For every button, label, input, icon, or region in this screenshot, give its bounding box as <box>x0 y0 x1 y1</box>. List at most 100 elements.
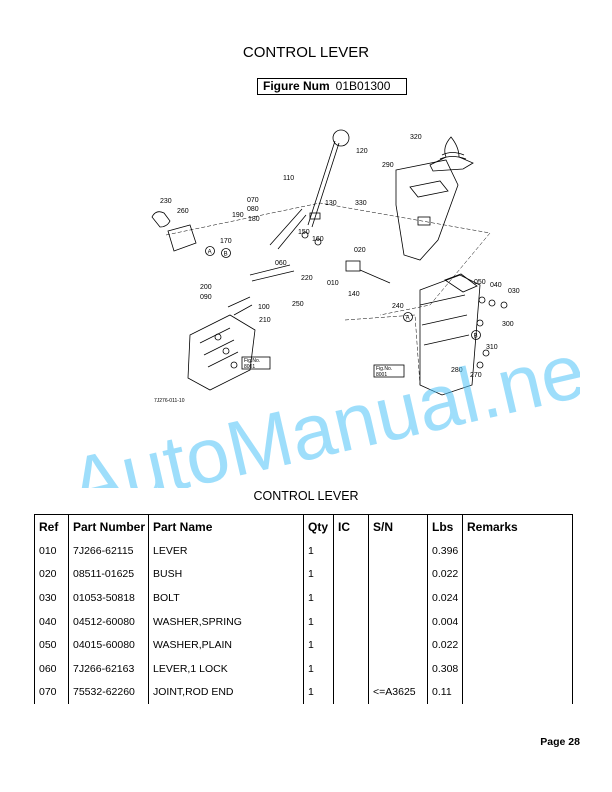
column-header: Remarks <box>462 514 573 539</box>
ref-mark-b: B <box>224 252 228 258</box>
table-cell <box>368 539 428 563</box>
table-cell: 070 <box>34 680 69 705</box>
ref-mark-a-2: A <box>406 316 410 322</box>
callout-260: 260 <box>177 208 189 215</box>
callout-320: 320 <box>410 134 422 141</box>
table-cell: BOLT <box>148 586 304 610</box>
table-cell <box>333 609 369 634</box>
table-cell <box>368 633 428 657</box>
ref-mark-a: A <box>208 250 212 256</box>
exploded-parts-diagram: 120 110 320 290 330 230 260 070 080 190 … <box>151 129 520 404</box>
column-header: Lbs <box>427 514 463 539</box>
table-cell: 1 <box>303 586 334 610</box>
table-cell: 030 <box>34 586 69 610</box>
table-cell: 040 <box>34 609 69 634</box>
fig-ref-2-line2: 8001 <box>376 372 387 378</box>
callout-120: 120 <box>356 148 368 155</box>
table-cell <box>333 633 369 657</box>
page-title: CONTROL LEVER <box>242 44 370 61</box>
callout-200: 200 <box>200 284 212 291</box>
callout-100: 100 <box>258 304 270 311</box>
fig-ref-1-line1: Fig.No. <box>244 358 260 364</box>
table-cell: JOINT,ROD END <box>148 680 304 705</box>
table-cell: 08511-01625 <box>68 562 149 587</box>
table-cell <box>368 609 428 634</box>
table-title: CONTROL LEVER <box>253 489 359 503</box>
callout-070: 070 <box>247 197 259 204</box>
fig-ref-1-line2: 8001 <box>244 364 255 370</box>
table-cell <box>462 609 573 634</box>
table-cell: 1 <box>303 633 334 657</box>
table-cell: WASHER,PLAIN <box>148 633 304 657</box>
callout-080: 080 <box>247 206 259 213</box>
table-cell <box>368 586 428 610</box>
table-cell <box>462 633 573 657</box>
figure-number: 01B01300 <box>335 79 391 93</box>
column-header: Part Number <box>68 514 149 539</box>
callout-150: 150 <box>298 229 310 236</box>
table-cell: 0.022 <box>427 633 463 657</box>
ref-mark-b-2: B <box>474 334 478 340</box>
callout-330: 330 <box>355 200 367 207</box>
column-header: S/N <box>368 514 428 539</box>
table-cell: 010 <box>34 539 69 563</box>
table-cell <box>368 562 428 587</box>
callout-240: 240 <box>392 303 404 310</box>
callout-060: 060 <box>275 260 287 267</box>
table-cell: 7J266-62163 <box>68 656 149 681</box>
table-cell <box>333 539 369 563</box>
table-cell: 1 <box>303 562 334 587</box>
callout-230: 230 <box>160 198 172 205</box>
callout-250: 250 <box>292 301 304 308</box>
table-cell: 020 <box>34 562 69 587</box>
table-cell: 7J266-62115 <box>68 539 149 563</box>
callout-170: 170 <box>220 238 232 245</box>
table-cell: 01053-50818 <box>68 586 149 610</box>
table-cell <box>333 586 369 610</box>
callout-140: 140 <box>348 291 360 298</box>
fig-ref-2-line1: Fig.No. <box>376 366 392 372</box>
callout-190: 190 <box>232 212 244 219</box>
table-cell <box>368 656 428 681</box>
callout-180: 180 <box>248 216 260 223</box>
table-cell: LEVER <box>148 539 304 563</box>
table-cell: WASHER,SPRING <box>148 609 304 634</box>
table-cell: 0.022 <box>427 562 463 587</box>
table-cell: 1 <box>303 656 334 681</box>
table-cell: 0.11 <box>427 680 463 705</box>
column-header: Ref <box>34 514 69 539</box>
drawing-code: 7J276-011-10 <box>154 398 185 404</box>
table-cell: BUSH <box>148 562 304 587</box>
callout-310: 310 <box>486 344 498 351</box>
table-cell: 0.024 <box>427 586 463 610</box>
table-cell <box>333 656 369 681</box>
table-cell <box>333 680 369 705</box>
callout-300: 300 <box>502 321 514 328</box>
table-cell: 0.004 <box>427 609 463 634</box>
table-cell <box>333 562 369 587</box>
callout-020: 020 <box>354 247 366 254</box>
callout-010: 010 <box>327 280 339 287</box>
column-header: Qty <box>303 514 334 539</box>
table-cell <box>462 586 573 610</box>
table-cell: 1 <box>303 539 334 563</box>
table-cell: 050 <box>34 633 69 657</box>
table-cell: 75532-62260 <box>68 680 149 705</box>
table-cell <box>462 539 573 563</box>
callout-210: 210 <box>259 317 271 324</box>
page-number: Page 28 <box>540 736 580 748</box>
table-cell: 060 <box>34 656 69 681</box>
table-cell: LEVER,1 LOCK <box>148 656 304 681</box>
column-header: Part Name <box>148 514 304 539</box>
callout-110: 110 <box>283 175 294 182</box>
table-cell: 0.396 <box>427 539 463 563</box>
table-cell: <=A3625 <box>368 680 428 705</box>
